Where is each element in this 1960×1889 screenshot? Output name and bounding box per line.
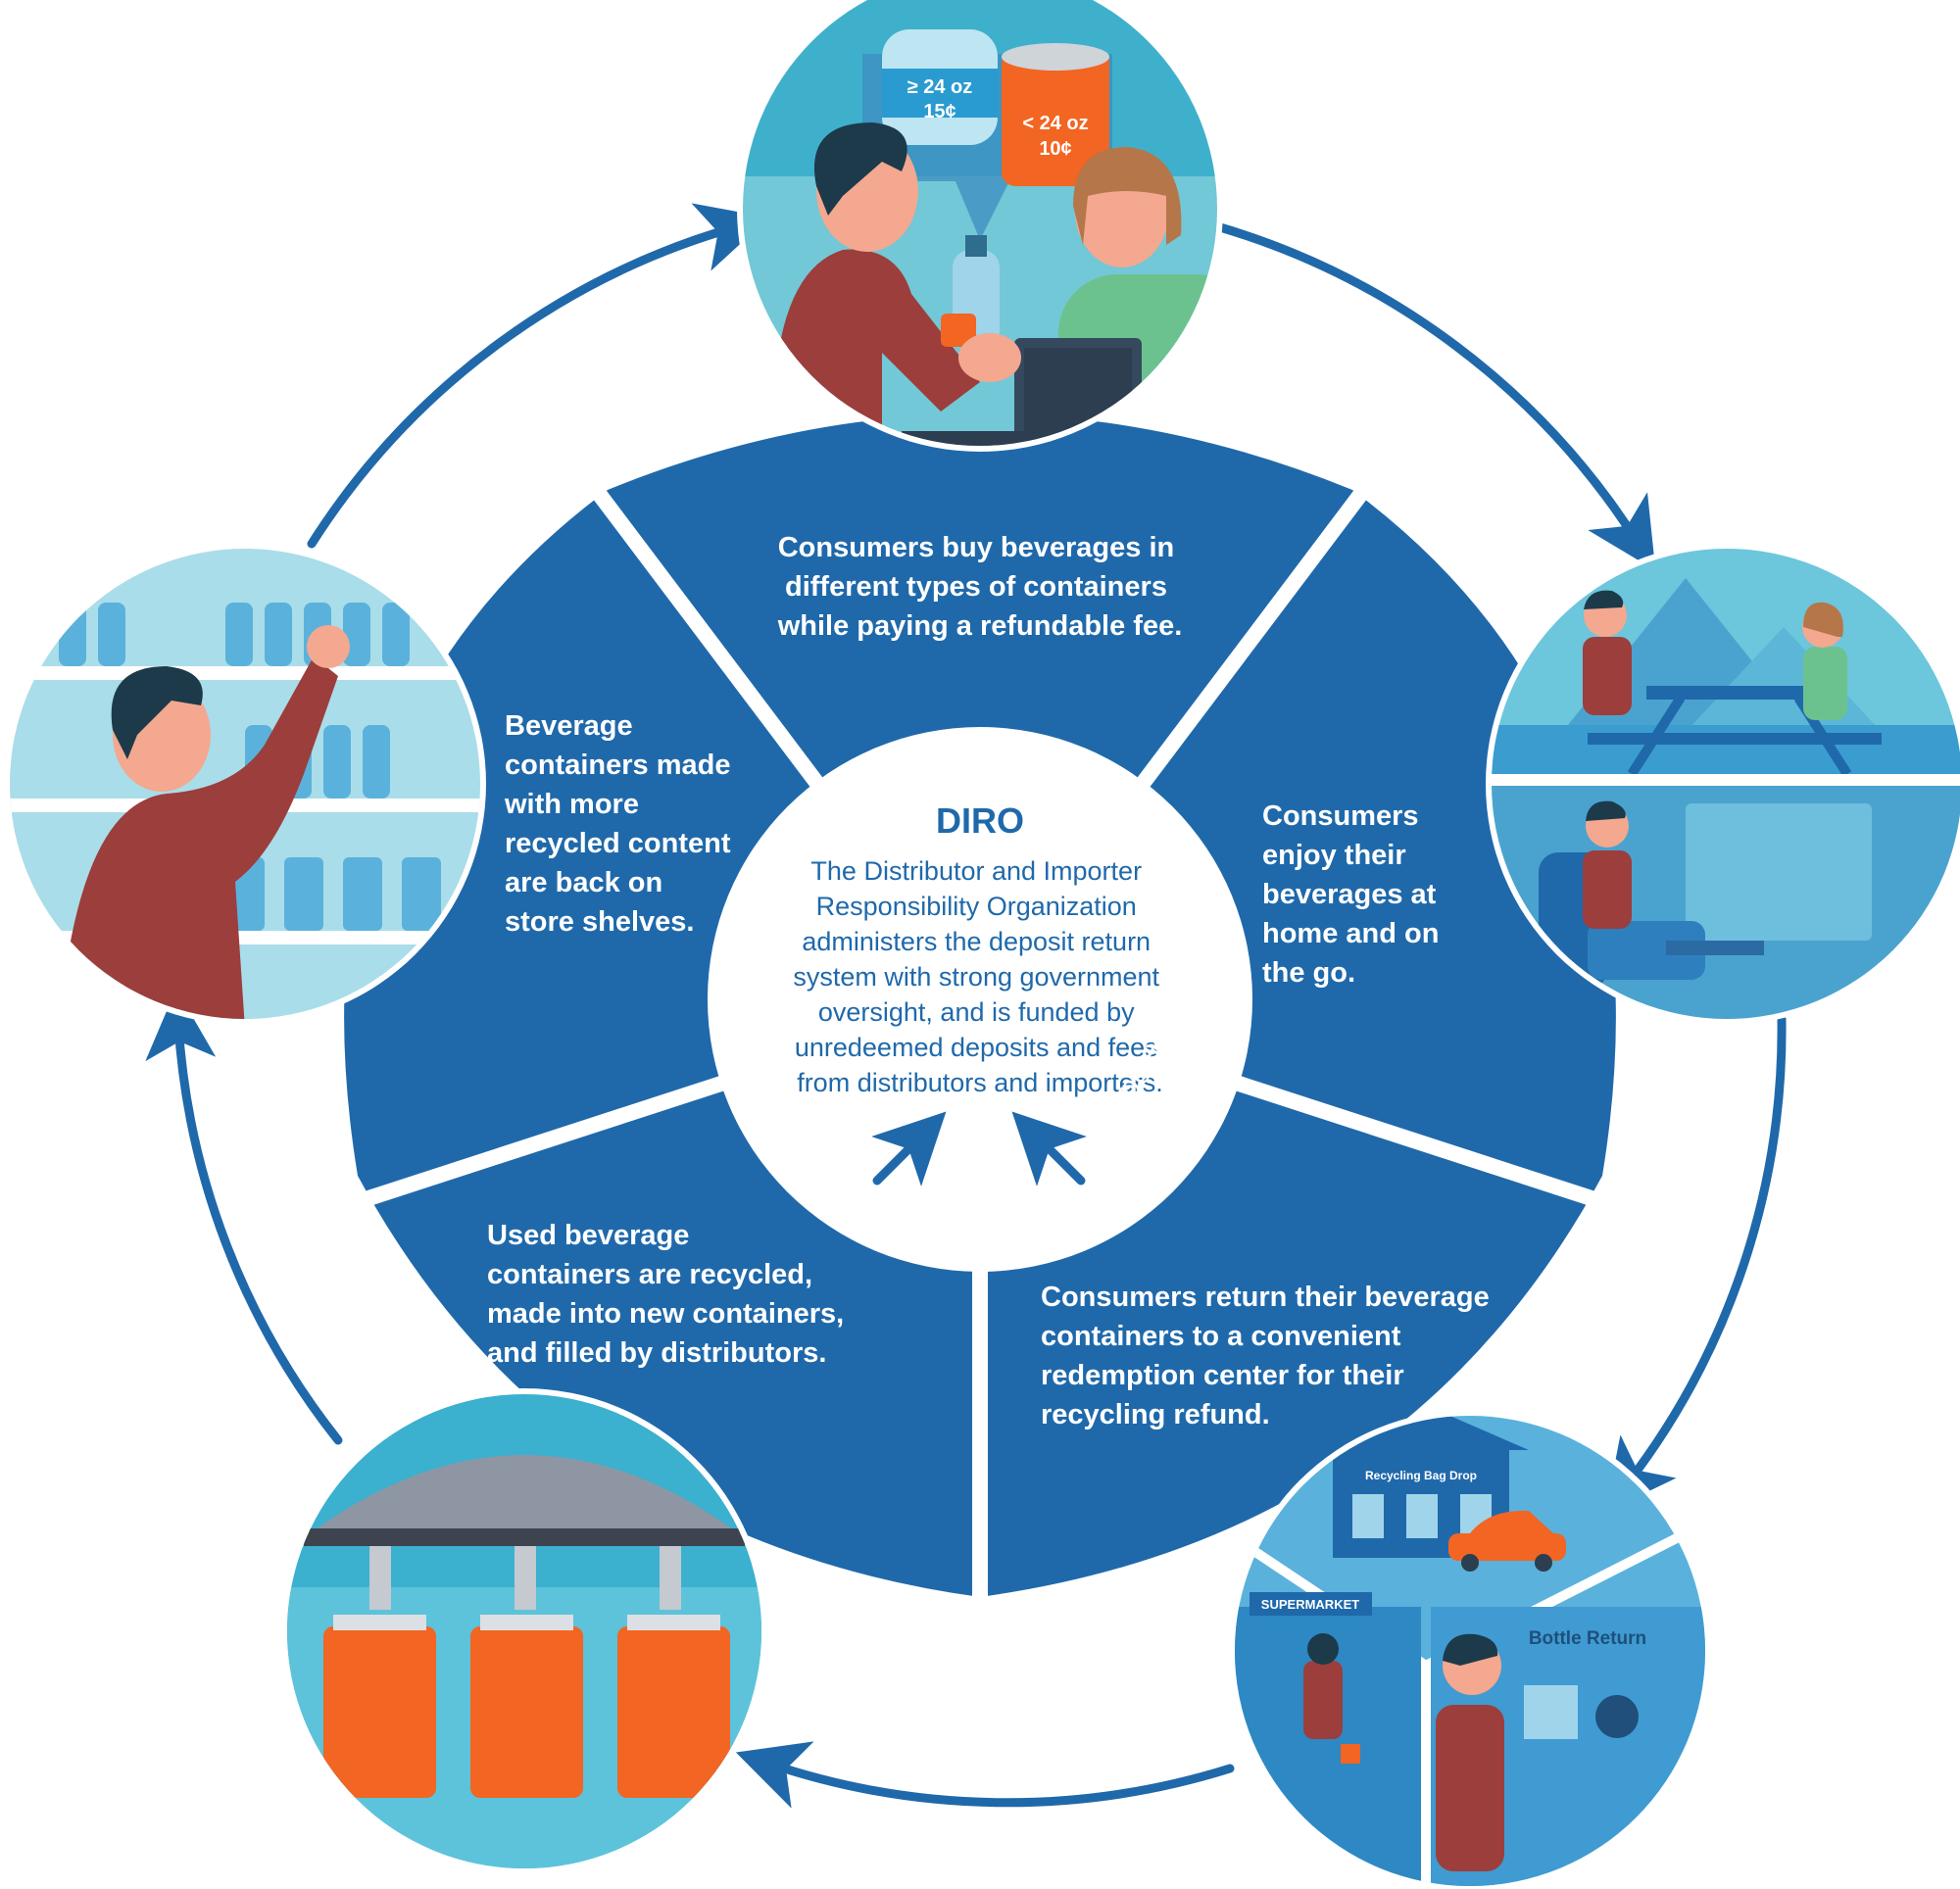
price-small-size: < 24 oz — [1022, 113, 1088, 134]
arrow-bottom-left-to-left — [178, 1024, 338, 1440]
price-large-size: ≥ 24 oz — [907, 76, 973, 98]
can-2 — [470, 1626, 583, 1798]
can-1 — [323, 1626, 436, 1798]
segment-buy-text: Consumers buy beverages in different typ… — [777, 532, 1183, 642]
scene-purchase: ≥ 24 oz 15¢ < 24 oz 10¢ — [735, 0, 1254, 470]
price-small-amount: 10¢ — [1039, 138, 1071, 160]
diro-body: The Distributor and Importer Responsibil… — [793, 856, 1166, 1097]
arrow-bottom-right-to-bottom-left — [769, 1764, 1230, 1803]
supermarket-sign: SUPERMARKET — [1261, 1597, 1359, 1612]
price-large-amount: 15¢ — [923, 101, 956, 122]
bag-drop-sign: Recycling Bag Drop — [1365, 1469, 1477, 1482]
can-3 — [617, 1626, 730, 1798]
bottle-return-sign: Bottle Return — [1529, 1628, 1646, 1649]
arrow-right-to-bottom-right — [1627, 1019, 1782, 1484]
diro-title: DIRO — [936, 800, 1024, 841]
